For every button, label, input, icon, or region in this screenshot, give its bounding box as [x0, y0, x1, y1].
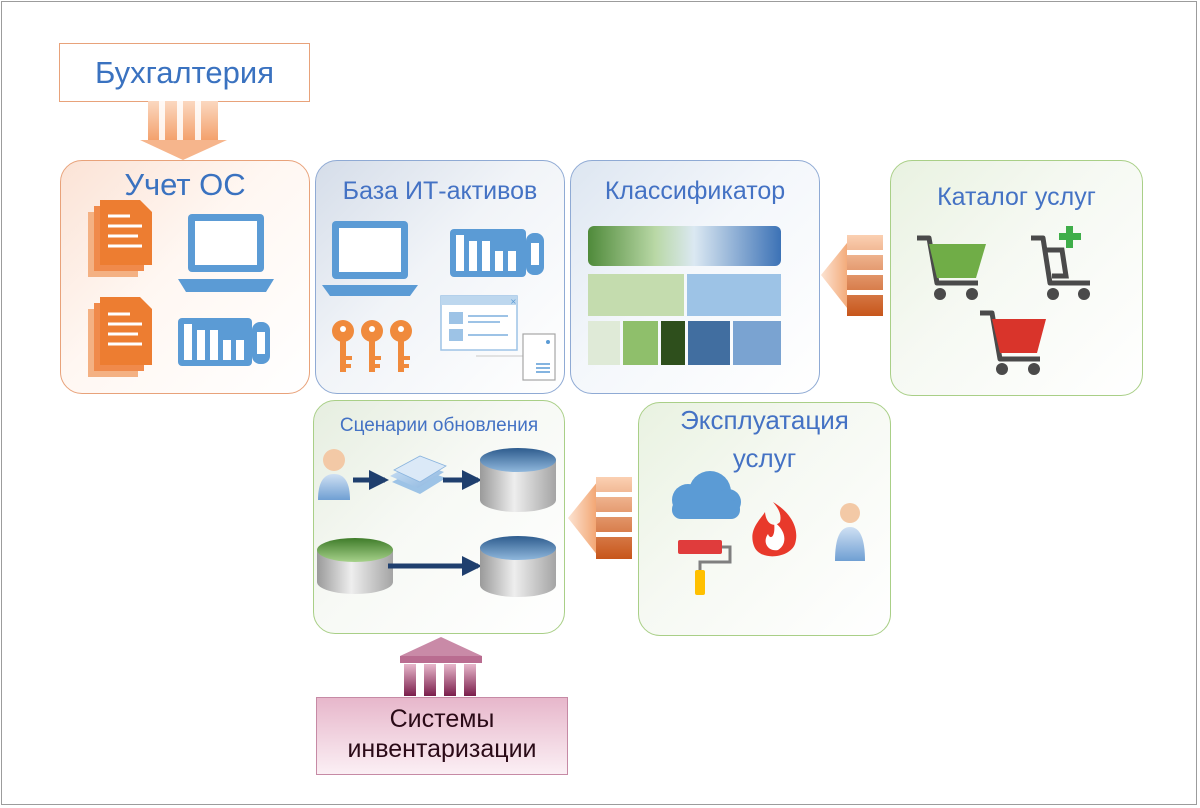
- building-icon: [400, 637, 482, 696]
- classifier-chart: [588, 226, 781, 365]
- operation-left-arrow: [568, 477, 632, 559]
- panel-update-scenarios-title: Сценарии обновления: [339, 415, 539, 436]
- database-icon: [480, 448, 556, 512]
- server-icon: [522, 333, 556, 381]
- laptop-icon: [178, 214, 274, 292]
- laptop-icon: [322, 221, 418, 296]
- fire-icon: [752, 502, 797, 557]
- cart-add-icon: [1031, 226, 1090, 300]
- panel-it-assets-title: База ИТ-активов: [342, 177, 538, 205]
- accounting-label-text: Бухгалтерия: [94, 55, 275, 90]
- inventory-systems-line1: Системы: [389, 705, 495, 733]
- key-icon: [361, 320, 383, 372]
- panel-service-operation-title-1: Эксплуатация: [680, 405, 849, 435]
- cart-icon: [917, 235, 986, 300]
- person-icon: [318, 449, 350, 500]
- panel-classifier-title: Классификатор: [604, 177, 786, 205]
- panel-service-operation-title-2: услуг: [732, 443, 797, 473]
- window-icon: ×: [440, 295, 526, 357]
- paint-roller-icon: [678, 540, 732, 595]
- pbx-icon: [450, 229, 544, 277]
- key-icon: [390, 320, 412, 372]
- cloud-icon: [672, 471, 741, 519]
- document-icon: [88, 200, 152, 277]
- database-icon: [480, 536, 556, 597]
- accounting-label: Бухгалтерия: [59, 43, 310, 102]
- panel-fixed-assets-title: Учет ОС: [124, 167, 246, 202]
- document-icon: [88, 297, 152, 377]
- document-stack-icon: [390, 455, 447, 494]
- panel-service-catalog-title: Каталог услуг: [937, 183, 1096, 211]
- catalog-left-arrow: [821, 235, 883, 316]
- svg-text:×: ×: [510, 297, 517, 306]
- database-icon: [317, 538, 393, 594]
- person-icon: [835, 503, 865, 561]
- cart-icon: [980, 310, 1046, 375]
- inventory-systems-line2: инвентаризации: [347, 735, 537, 763]
- inventory-systems-label: Системы инвентаризации: [316, 697, 568, 775]
- key-icon: [332, 320, 354, 372]
- accounting-down-arrow: [140, 101, 227, 160]
- pbx-icon: [178, 318, 270, 366]
